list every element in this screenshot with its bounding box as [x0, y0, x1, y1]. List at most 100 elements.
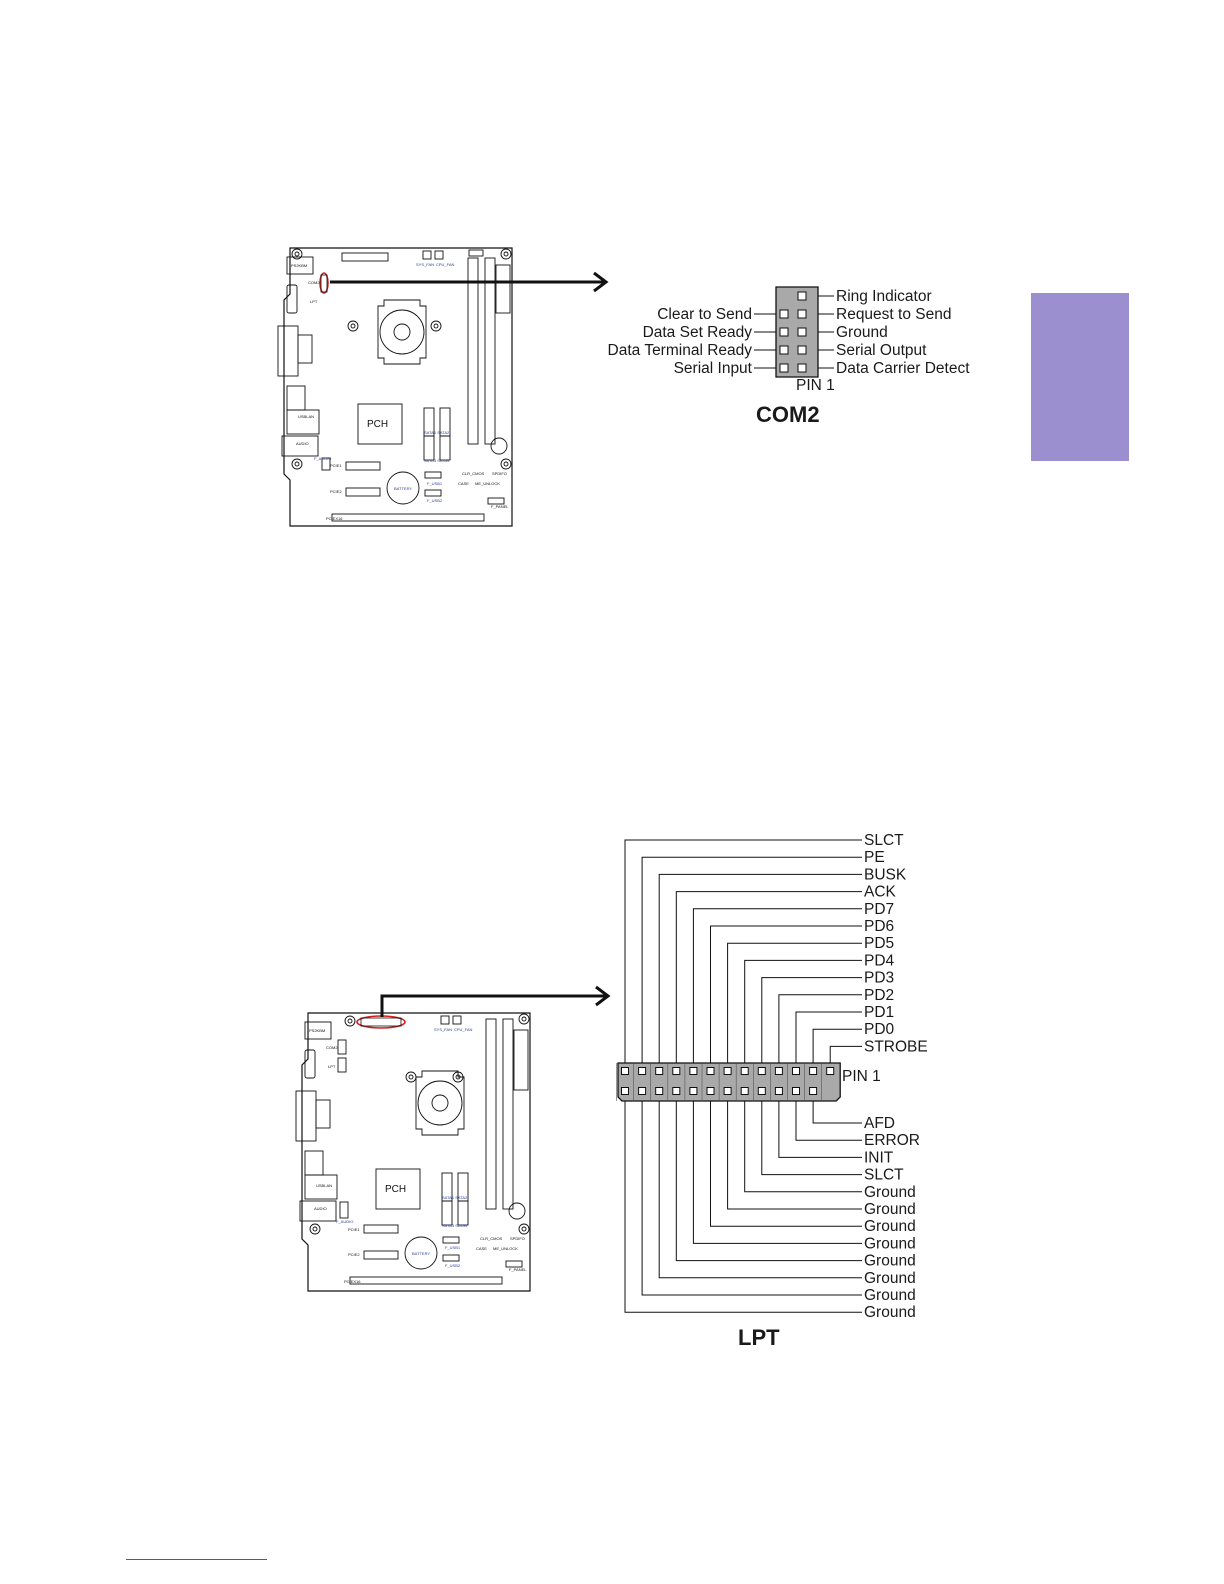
lpt-pinout: SLCTPEBUSKACKPD7PD6PD5PD4PD3PD2PD1PD0STR… — [616, 832, 928, 1350]
lpt-pin — [638, 1067, 647, 1075]
com2-title: COM2 — [756, 402, 820, 427]
lpt-pin — [689, 1087, 698, 1095]
lpt-arrow — [380, 985, 611, 1017]
lpt-signal-label: PD4 — [864, 952, 895, 969]
pcie1-label-2: PCIE1 — [348, 1227, 360, 1232]
lpt-signal-label: ERROR — [864, 1132, 920, 1149]
lpt-pin — [706, 1067, 715, 1075]
lpt-pin — [809, 1087, 818, 1095]
lpt-pin — [792, 1087, 800, 1095]
spdif-label: SPDIFO — [492, 471, 507, 476]
lpt-label-2: LPT — [328, 1064, 336, 1069]
lpt-pin — [809, 1067, 818, 1075]
motherboard-diagram-lpt: PS2KBM COM2 LPT USBLAN AUDIO F_AUDIO PCI… — [295, 1012, 531, 1292]
lpt-leader — [744, 1101, 862, 1193]
com2-label: COM2 — [308, 280, 320, 285]
lpt-pin — [774, 1067, 783, 1075]
lpt-signal-label: SLCT — [864, 1167, 904, 1184]
sys-fan-label: SYS_FAN — [416, 262, 434, 267]
battery-label: BATTERY — [394, 486, 412, 491]
lpt-signal-label: AFD — [864, 1115, 895, 1132]
ps2-label: PS2KBM — [291, 263, 307, 268]
com2-signal-label: Ring Indicator — [836, 288, 932, 305]
lpt-leader — [812, 1028, 862, 1063]
footer-rule — [126, 1559, 267, 1560]
spdif-label-2: SPDIFO — [510, 1236, 525, 1241]
lpt-leader — [727, 1101, 862, 1210]
lpt-pin — [672, 1087, 681, 1095]
lpt-signal-label: PE — [864, 849, 885, 866]
lpt-pin — [655, 1087, 664, 1095]
lpt-signal-label: PD6 — [864, 918, 894, 935]
sata34-label-2: SATA3 SATA4 — [442, 1223, 468, 1228]
lpt-leader — [692, 908, 862, 1063]
lpt-signal-label: Ground — [864, 1270, 916, 1287]
lpt-leader — [778, 1101, 862, 1158]
lpt-signal-label: PD3 — [864, 970, 894, 987]
com2-pin — [779, 363, 789, 373]
lpt-leader — [710, 1101, 862, 1227]
f-usb2-label: F_USB2 — [427, 498, 443, 503]
com2-pin — [797, 327, 807, 337]
f-audio-label-2: F_AUDIO — [336, 1219, 353, 1224]
sata12-label-2: SATA1 SATA2 — [442, 1195, 468, 1200]
f-panel-label: F_PANEL — [491, 504, 509, 509]
lpt-leader — [812, 1101, 862, 1124]
lpt-leader — [658, 873, 862, 1063]
lpt-label: LPT — [310, 299, 318, 304]
lpt-signal-label: SLCT — [864, 832, 904, 849]
lpt-pin — [655, 1067, 664, 1075]
f-audio-label: F_AUDIO — [314, 456, 331, 461]
pcie1-label: PCIE1 — [330, 463, 342, 468]
lpt-signal-label: PD0 — [864, 1021, 895, 1038]
me-unlock-label-2: ME_UNLOCK — [493, 1246, 518, 1251]
section-side-tab — [1031, 293, 1129, 461]
lpt-signal-label: PD5 — [864, 935, 894, 952]
lpt-leader — [727, 942, 862, 1063]
lpt-pin — [792, 1067, 800, 1075]
lpt-leader — [710, 925, 862, 1063]
f-usb1-label-2: F_USB1 — [445, 1245, 461, 1250]
sata12-label: SATA1 SATA2 — [424, 430, 450, 435]
lpt-leader — [761, 1101, 862, 1176]
cpu-fan-label: CPU_FAN — [436, 262, 455, 267]
lpt-pin1-label: PIN 1 — [842, 1068, 881, 1085]
f-panel-label-2: F_PANEL — [509, 1267, 527, 1272]
case-label-2: CASE — [476, 1246, 487, 1251]
lpt-title: LPT — [738, 1325, 780, 1350]
clr-cmos-label: CLR_CMOS — [462, 471, 485, 476]
lpt-leader — [641, 856, 862, 1063]
sata34-label: SATA3 SATA4 — [424, 458, 450, 463]
pcie2-label-2: PCIE2 — [348, 1252, 360, 1257]
lpt-pin — [706, 1087, 715, 1095]
lpt-signal-label: Ground — [864, 1235, 916, 1252]
lpt-signal-label: ACK — [864, 884, 897, 901]
lpt-signal-label: PD2 — [864, 987, 894, 1004]
com2-pin — [779, 327, 789, 337]
lpt-pin — [672, 1067, 681, 1075]
lpt-signal-label: Ground — [864, 1184, 916, 1201]
com2-signal-label: Request to Send — [836, 306, 951, 323]
lpt-leader — [795, 1011, 862, 1063]
lpt-leader — [675, 891, 862, 1063]
lpt-pin — [689, 1067, 698, 1075]
pcie16-label: PCIEX16 — [326, 516, 343, 521]
lpt-signal-label: STROBE — [864, 1038, 928, 1055]
com2-signal-label: Data Carrier Detect — [836, 360, 970, 377]
lpt-pin — [621, 1087, 629, 1095]
audio-label-2: AUDIO — [314, 1206, 327, 1211]
lpt-leader — [624, 839, 862, 1063]
me-unlock-label: ME_UNLOCK — [475, 481, 500, 486]
lpt-leader — [744, 959, 862, 1063]
lpt-pin — [826, 1067, 835, 1075]
pch-label-2: PCH — [385, 1184, 406, 1195]
com2-signal-label: Data Terminal Ready — [608, 342, 753, 359]
lpt-signal-label: Ground — [864, 1304, 916, 1321]
ps2-label-2: PS2KBM — [309, 1028, 325, 1033]
lpt-pin — [757, 1087, 766, 1095]
lpt-leader — [829, 1045, 862, 1063]
lpt-pin — [757, 1067, 766, 1075]
lpt-pin — [774, 1087, 783, 1095]
lpt-pin — [638, 1087, 647, 1095]
